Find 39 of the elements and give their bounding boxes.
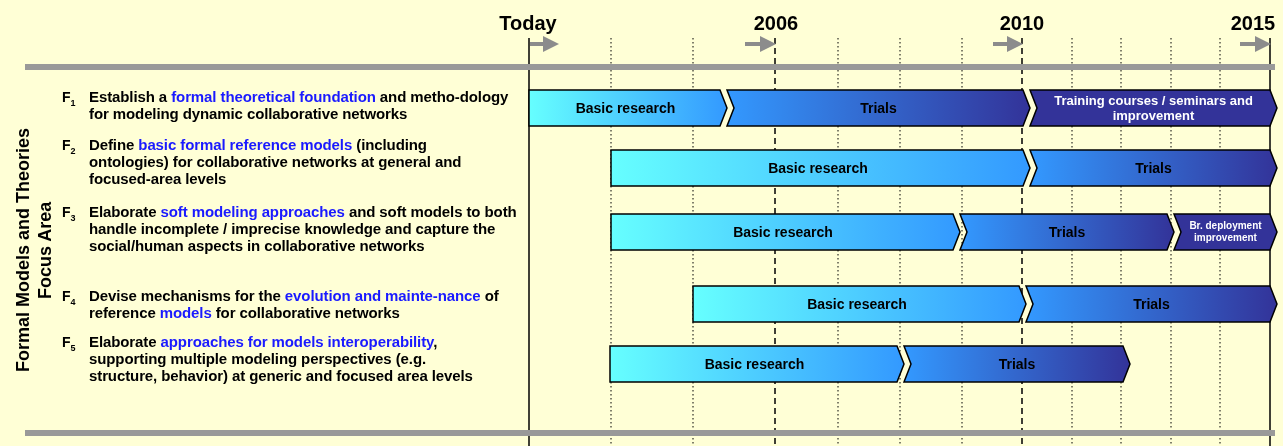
phase-label: Trials: [1134, 160, 1173, 176]
phase-bar: [904, 346, 1130, 382]
task-description: Define basic formal reference models (including ontologies) for collaborative networks at general and focused-area levels: [89, 136, 463, 187]
phase-bar: [1174, 214, 1277, 250]
phase-label: Training courses / seminars and improvement: [1053, 93, 1254, 123]
phase-bar: [1026, 286, 1277, 322]
phase-bar: [611, 150, 1030, 186]
phase-label: Trials: [859, 100, 898, 116]
phase-bar: [693, 286, 1026, 322]
phase-label: Basic research: [767, 160, 869, 176]
vertical-heading: Formal Models and Theories Focus Area: [12, 127, 56, 375]
task-description: Establish a formal theoretical foundation and metho-dology for modeling dynamic collaborative networks: [89, 88, 510, 122]
phase-label: Trials: [1047, 224, 1087, 240]
phase-bar: [1030, 150, 1277, 186]
task-description: Elaborate approaches for models interoperability, supporting multiple modeling perspectives (e.g. structure, behavior) at generic and focused area levels: [89, 333, 474, 384]
item-number: F$_{1}$: [62, 89, 76, 110]
task-description: Elaborate soft modeling approaches and soft models to both handle incomplete / imprecise knowledge and capture the social/human aspects in collaborative networks: [89, 203, 517, 254]
phase-label: Br. deployment improvement: [1188, 220, 1263, 244]
phase-bar: [1030, 90, 1277, 126]
phase-label: Trials: [1132, 296, 1171, 312]
phase-bar: [727, 90, 1030, 126]
phase-label: Basic research: [732, 224, 834, 240]
phase-bar: [611, 214, 960, 250]
item-number: F$_{2}$: [62, 137, 76, 158]
item-number: F$_{4}$: [62, 288, 76, 309]
year-label: 2010: [998, 12, 1046, 34]
phase-label: Trials: [997, 356, 1037, 372]
year-label: Today: [498, 12, 558, 34]
year-label: 2006: [752, 12, 800, 34]
phase-label: Basic research: [574, 100, 677, 116]
phase-bar: [960, 214, 1174, 250]
item-number: F$_{5}$: [62, 334, 76, 355]
year-label: 2015: [1229, 12, 1277, 34]
phase-bar: [529, 90, 727, 126]
phase-label: Basic research: [703, 356, 806, 372]
task-description: Devise mechanisms for the evolution and mainte-nance of reference models for collaborative networks: [89, 287, 500, 321]
item-number: F$_{3}$: [62, 204, 76, 225]
phase-bar: [610, 346, 904, 382]
phase-label: Basic research: [806, 296, 908, 312]
